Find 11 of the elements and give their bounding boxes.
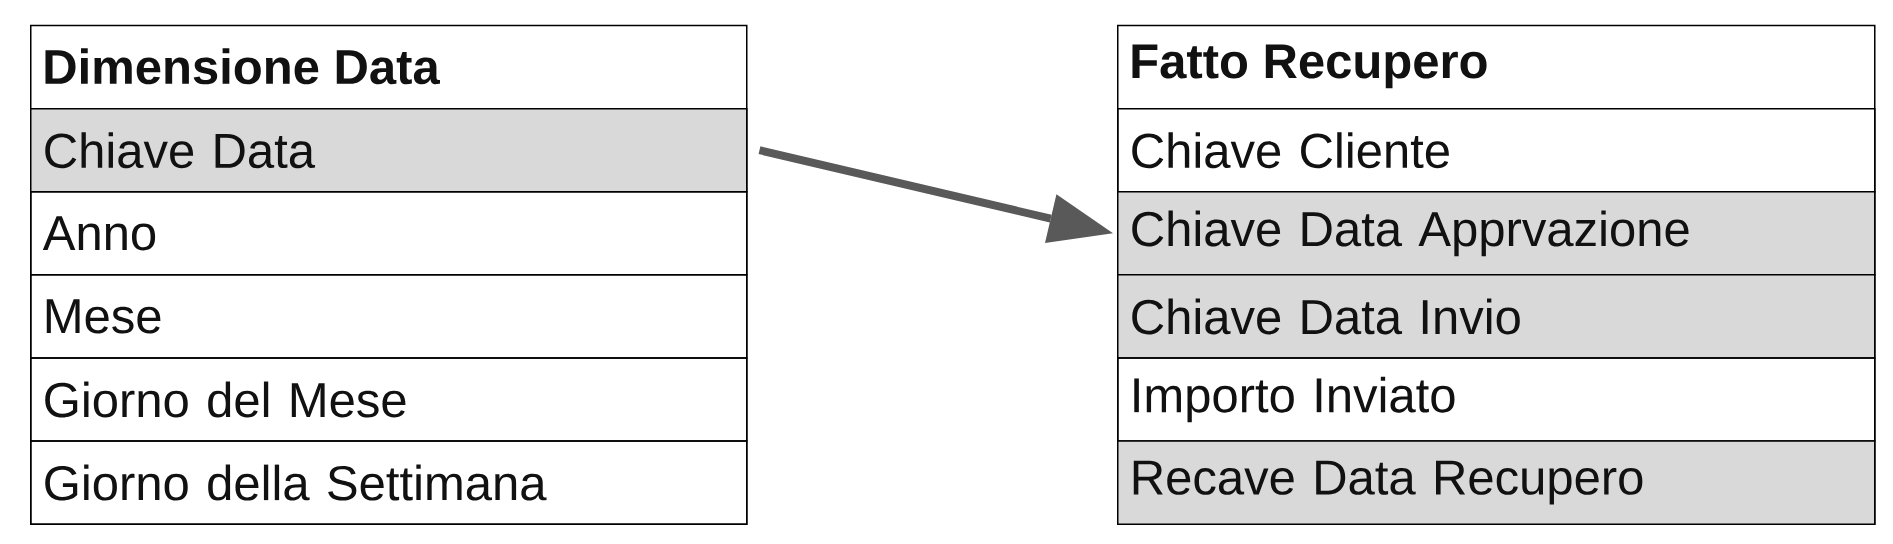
table-row: Chiave Data Invio xyxy=(1117,274,1876,359)
table-row: Recave Data Recupero xyxy=(1117,440,1876,525)
table-row: Chiave Data xyxy=(30,107,748,193)
table-row: Giorno del Mese xyxy=(30,357,748,442)
arrow xyxy=(758,146,1113,243)
table-row: Mese xyxy=(30,274,748,359)
table-row: Chiave Data Apprvazione xyxy=(1117,191,1876,276)
table-row: Anno xyxy=(30,191,748,276)
table-row: Giorno della Settimana xyxy=(30,440,748,525)
table-heading: Fatto Recupero xyxy=(1132,44,1487,89)
table-heading: Dimensione Data xyxy=(45,48,440,85)
